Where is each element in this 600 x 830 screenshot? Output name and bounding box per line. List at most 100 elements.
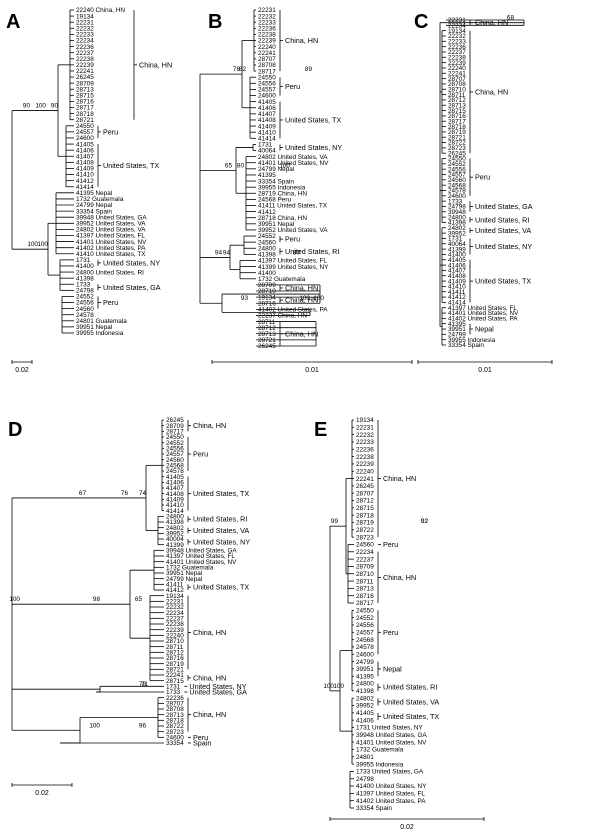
tip-label: 28712	[356, 498, 374, 505]
tip-label: 39951 Nepal	[258, 221, 294, 228]
scale-label: 0.02	[35, 790, 49, 797]
tip-label: 41409	[448, 278, 466, 285]
tip-label: 39948 United States, GA	[76, 214, 147, 221]
tip-label: 24568	[356, 637, 374, 644]
group-label: China, HN	[383, 573, 416, 582]
tip-label: 28713	[448, 102, 466, 109]
tip-label: 22238	[356, 454, 374, 461]
tip-label: 28707	[356, 490, 374, 497]
tip-label: 22231	[356, 425, 374, 432]
tip-label: 24560	[166, 457, 184, 464]
tip-label: 22231	[76, 19, 94, 26]
tip-label: 24557	[76, 129, 94, 136]
bootstrap-value: 94	[223, 249, 231, 256]
tip-label: 24556	[258, 81, 276, 88]
tip-label: 22238	[258, 32, 276, 39]
scale-label: 0.01	[478, 367, 492, 374]
tip-label: 28716	[356, 593, 374, 600]
tip-label: 28722	[448, 140, 466, 147]
tip-label: 24552	[258, 233, 276, 240]
tip-label: 28711	[258, 319, 276, 326]
tip-label: 22237	[166, 616, 184, 623]
group-label: United States, VA	[193, 526, 249, 535]
tip-label: 22232	[258, 13, 276, 20]
tip-label: 24557	[166, 451, 184, 458]
bootstrap-value: 93	[241, 295, 249, 302]
tip-label: 24578	[166, 468, 184, 475]
tip-label: 24799	[448, 332, 466, 339]
tip-label: 28719	[448, 129, 466, 136]
tip-label: 39952	[166, 531, 184, 538]
tip-label: 22241	[166, 672, 184, 679]
tip-label: 24560	[356, 542, 374, 549]
tip-label: 28715	[448, 108, 466, 115]
group-label: United States, TX	[475, 277, 531, 286]
tip-label: 22240	[258, 44, 276, 51]
bootstrap-value: 68	[507, 15, 515, 22]
tip-label: 24557	[356, 630, 374, 637]
tip-label: 22238	[76, 56, 94, 63]
tip-label: 28722	[356, 527, 374, 534]
tip-label: 28716	[258, 300, 276, 307]
group-label: Nepal	[383, 664, 402, 673]
tip-label: 28722	[166, 723, 184, 730]
tip-label: 39948 United States, GA	[166, 548, 237, 555]
tip-label: 41409	[258, 123, 276, 130]
tip-label: 41408	[448, 273, 466, 280]
tip-label: 41405	[448, 257, 466, 264]
tip-label: 33354 Spain	[356, 805, 392, 812]
tip-label: 41414	[76, 184, 94, 191]
tip-label: 22236	[356, 446, 374, 453]
tip-label: 41405	[258, 99, 276, 106]
tip-label: 24552	[448, 161, 466, 168]
tip-label: 41408	[166, 491, 184, 498]
tip-label: 41405	[166, 474, 184, 481]
tip-label: 19134	[76, 13, 94, 20]
tip-label: 41395	[258, 172, 276, 179]
group-label: United States, VA	[383, 697, 439, 706]
tip-label: 22231	[258, 7, 276, 14]
bootstrap-value: 100	[9, 596, 20, 603]
tip-label: 40064	[448, 241, 466, 248]
tip-label: 41398	[166, 519, 184, 526]
bootstrap-value: 76	[121, 490, 129, 497]
tip-label: 28709	[356, 564, 374, 571]
tip-label: 22241	[448, 70, 466, 77]
tip-label: 24802	[448, 225, 466, 232]
group-label: Peru	[193, 733, 208, 742]
tip-label: 41399	[448, 246, 466, 253]
tip-label: 24552	[356, 615, 374, 622]
tip-label: 22232	[76, 25, 94, 32]
group-label: United States, TX	[285, 115, 341, 124]
tip-label: 33354 Spain	[76, 208, 112, 215]
group-label: Peru	[285, 82, 300, 91]
tip-label: 41408	[76, 160, 94, 167]
tip-label: 1731	[166, 684, 181, 691]
tip-label: 28712	[258, 325, 276, 332]
tip-label: 41398	[258, 252, 276, 259]
bootstrap-value: 98	[93, 596, 101, 603]
tip-label: 22234	[166, 610, 184, 617]
tip-label: 1733 United States, GA	[356, 769, 424, 776]
tip-label: 41412	[76, 178, 94, 185]
tip-label: 28715	[76, 93, 94, 100]
tip-label: 22234	[76, 38, 94, 45]
tip-label: 28723	[356, 534, 374, 541]
group-label: China, HN	[193, 628, 226, 637]
tip-label: 28719 China, HN	[258, 190, 307, 197]
tip-label: 28712	[166, 650, 184, 657]
tip-label: 28713	[76, 86, 94, 93]
tip-label: 24802 United States, VA	[258, 154, 328, 161]
tip-label: 22236	[166, 695, 184, 702]
tip-label: 41400	[258, 270, 276, 277]
tip-label: 41410	[76, 172, 94, 179]
group-label: Spain	[193, 739, 211, 748]
tip-label: 28709	[258, 282, 276, 289]
tip-label: 40004	[166, 536, 184, 543]
tip-label: 24802 United States, VA	[76, 227, 146, 234]
tip-label: 28717	[356, 600, 374, 607]
tip-label: 1733	[76, 281, 91, 288]
tip-label: 24600	[258, 93, 276, 100]
